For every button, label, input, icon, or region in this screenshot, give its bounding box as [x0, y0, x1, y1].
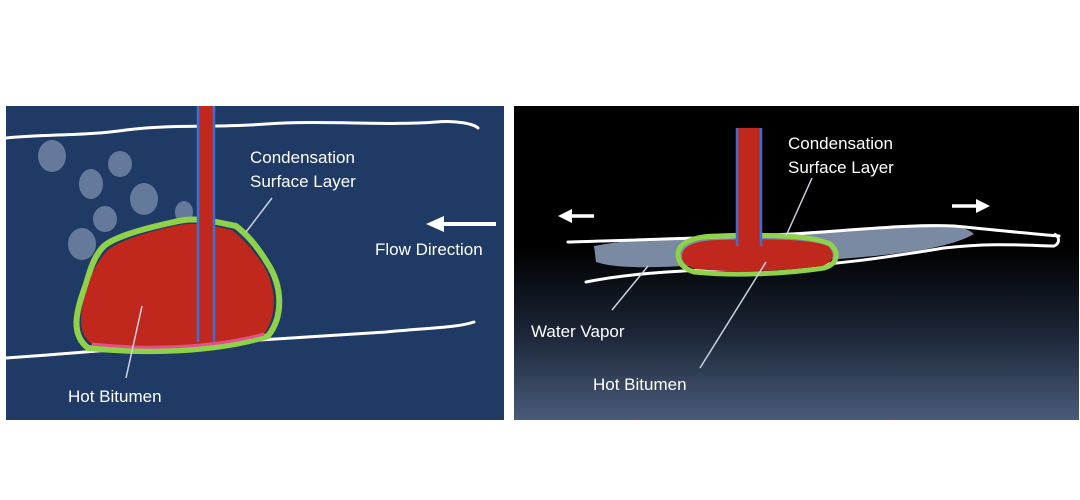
left-diagram-drawing [6, 106, 496, 379]
water-vapor-leader-line [611, 265, 649, 311]
label-line: Condensation [250, 148, 355, 167]
condensation-layer-outline [73, 216, 283, 355]
label-line: Surface Layer [788, 158, 894, 177]
hot-bitumen-chamber [81, 223, 274, 348]
vapor-bubble [68, 228, 96, 260]
hot-bitumen-chamber [682, 239, 833, 272]
left-diagram-panel: Condensation Surface Layer Flow Directio… [6, 106, 504, 420]
vapor-bubble [79, 169, 103, 199]
condensation-surface-layer-label: Condensation Surface Layer [788, 132, 894, 180]
right-diagram-drawing [558, 128, 1061, 369]
hot-bitumen-label: Hot Bitumen [593, 375, 687, 394]
vapor-bubble [93, 206, 117, 232]
water-vapor-label: Water Vapor [531, 322, 625, 341]
vapor-bubble [108, 151, 132, 177]
injection-pipe [197, 106, 215, 342]
lower-boundary-line [6, 320, 476, 360]
condensation-leader-line [245, 197, 273, 233]
right-flow-arrow [952, 199, 990, 213]
bitumen-leader-line [699, 261, 767, 369]
injection-pipe [736, 128, 762, 250]
label-line: Condensation [788, 134, 893, 153]
right-diagram-panel: Condensation Surface Layer Water Vapor H… [514, 106, 1079, 420]
boundary-end-cap [1053, 232, 1060, 248]
chamber-bottom-edge [91, 332, 265, 349]
left-flow-arrow [558, 209, 594, 223]
lower-boundary-line [584, 243, 1056, 284]
flow-direction-label: Flow Direction [375, 240, 483, 259]
condensation-layer-outline [675, 232, 839, 277]
condensation-leader-line [785, 177, 813, 237]
vapor-bubbles [38, 140, 193, 260]
condensation-surface-layer-label: Condensation Surface Layer [250, 146, 356, 194]
flow-direction-arrow [426, 216, 496, 232]
hot-bitumen-label: Hot Bitumen [68, 387, 162, 406]
vapor-bubble [130, 183, 158, 215]
vapor-bubble [38, 140, 66, 172]
upper-boundary-line [566, 224, 1061, 244]
bitumen-leader-line [125, 305, 143, 379]
label-line: Surface Layer [250, 172, 356, 191]
upper-boundary-line [6, 120, 480, 140]
